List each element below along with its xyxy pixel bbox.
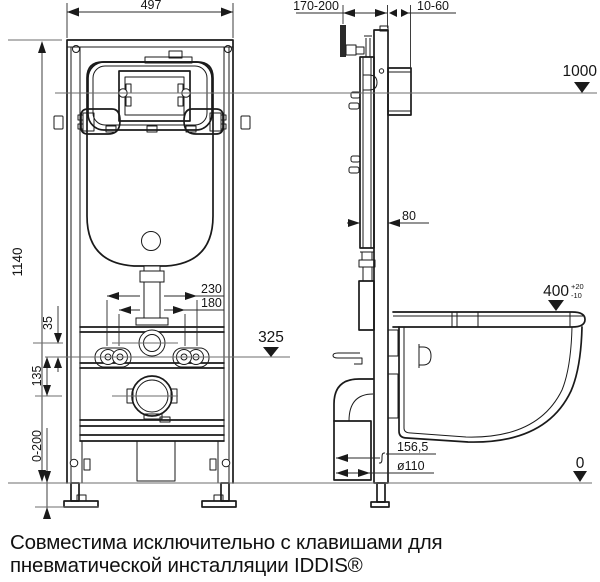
dim-180: 180 bbox=[118, 296, 224, 346]
dim-497: 497 bbox=[66, 0, 234, 38]
access-panel bbox=[53, 50, 251, 135]
flush-button bbox=[141, 231, 161, 251]
dim-label-170-200: 170-200 bbox=[293, 0, 339, 13]
dim-label-497: 497 bbox=[141, 0, 162, 12]
frame-screw-right bbox=[224, 45, 232, 53]
dim-156-5: 156,5 bbox=[336, 440, 436, 464]
dimension-lines-side: 170-200 10-60 80 156,5 ø110 1000 3 bbox=[258, 0, 597, 482]
dim-0-200: 0-200 bbox=[30, 428, 51, 519]
level-marker-0: 0 bbox=[573, 455, 587, 482]
reference-lines bbox=[8, 39, 597, 508]
leg-right bbox=[201, 440, 237, 508]
dim-label-80: 80 bbox=[402, 209, 416, 223]
compatibility-note-line2: пневматической инсталляции IDDIS® bbox=[10, 554, 363, 577]
level-label-400-plus: +20 bbox=[571, 282, 584, 291]
dim-label-35: 35 bbox=[41, 316, 55, 330]
dim-label-1140: 1140 bbox=[10, 247, 25, 276]
dim-10-60: 10-60 bbox=[389, 0, 456, 68]
filler-tab bbox=[168, 50, 183, 59]
toilet-bowl bbox=[387, 311, 586, 443]
cistern-profile bbox=[348, 56, 378, 331]
dim-label-10-60: 10-60 bbox=[417, 0, 449, 13]
dim-80: 80 bbox=[347, 209, 429, 227]
dim-230: 230 bbox=[106, 282, 224, 346]
compatibility-note-line1: Совместима исключительно с клавишами для bbox=[10, 531, 443, 554]
dim-135: 135 bbox=[30, 357, 51, 396]
dim-35: 35 bbox=[41, 306, 62, 372]
front-view bbox=[53, 39, 251, 508]
dim-170-200: 170-200 bbox=[293, 0, 388, 28]
drain-elbow bbox=[333, 378, 374, 481]
compatibility-note: Совместима исключительно с клавишами для… bbox=[10, 531, 590, 577]
outlet-box bbox=[136, 440, 176, 482]
level-marker-1000: 1000 bbox=[563, 63, 598, 93]
dim-label-135: 135 bbox=[30, 366, 44, 387]
frame-screw-left bbox=[72, 45, 80, 53]
water-supply bbox=[340, 25, 372, 57]
level-label-0: 0 bbox=[576, 455, 585, 472]
dim-1140: 1140 bbox=[10, 41, 46, 482]
legs bbox=[63, 440, 237, 508]
level-marker-325: 325 bbox=[258, 329, 284, 357]
level-label-400-minus: -10 bbox=[571, 291, 582, 300]
wall-box bbox=[387, 67, 412, 116]
support-shelf bbox=[332, 352, 363, 365]
drain-outlet bbox=[126, 375, 178, 423]
frame-outline bbox=[66, 39, 234, 484]
dim-label-230: 230 bbox=[201, 282, 222, 296]
dim-label-0-200: 0-200 bbox=[30, 430, 44, 462]
frame-column bbox=[370, 25, 390, 508]
level-label-1000: 1000 bbox=[563, 63, 598, 80]
dim-label-180: 180 bbox=[201, 296, 222, 310]
dim-label-156-5: 156,5 bbox=[397, 440, 428, 454]
level-label-400: 400 bbox=[543, 283, 569, 300]
leg-left bbox=[63, 440, 99, 508]
dim-label-diam-110: ø110 bbox=[397, 459, 425, 473]
side-view bbox=[332, 25, 586, 508]
level-label-325: 325 bbox=[258, 329, 284, 346]
dimension-lines-front: 497 1140 0-200 230 180 35 bbox=[10, 0, 234, 519]
dim-diam-110: ø110 bbox=[336, 459, 434, 477]
level-marker-400: 400 +20 -10 bbox=[543, 282, 584, 311]
